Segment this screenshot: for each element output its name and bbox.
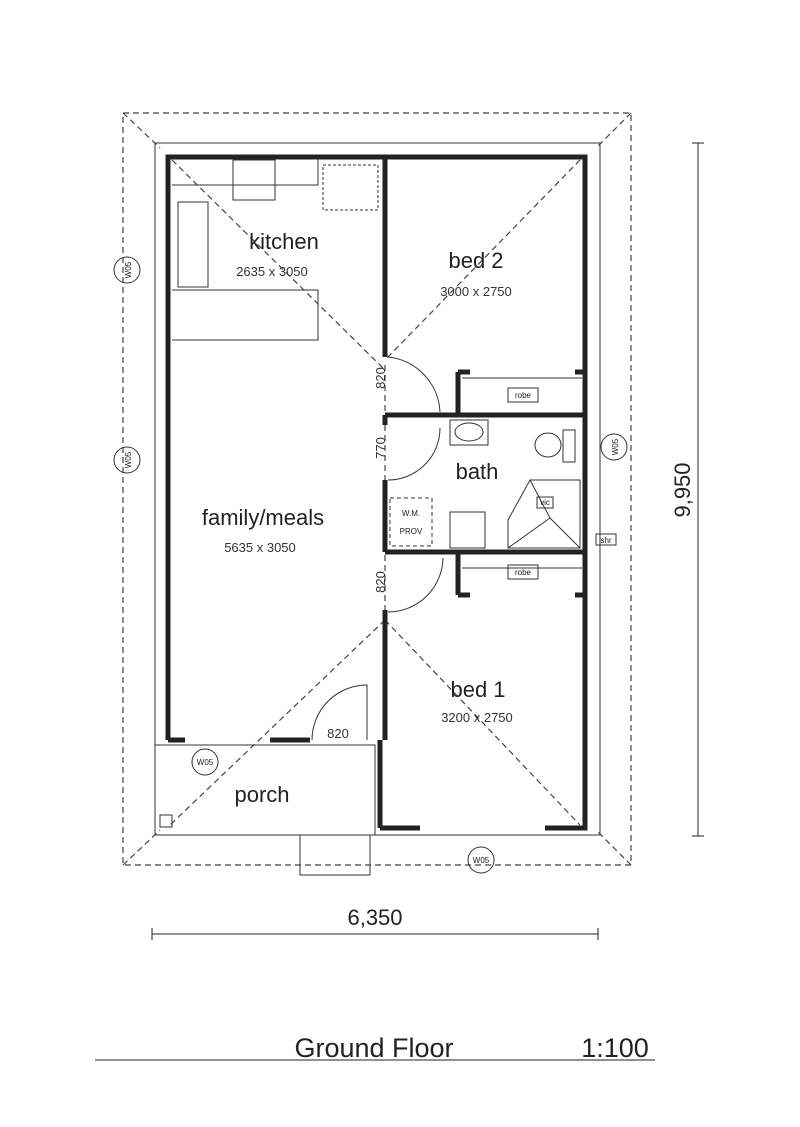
kitchen-label: kitchen — [249, 229, 319, 254]
drawing-title: Ground Floor — [294, 1033, 453, 1063]
bed2-label: bed 2 — [448, 248, 503, 273]
door-bed1-width: 820 — [373, 571, 388, 593]
shower-label: shr — [600, 536, 611, 545]
family-label: family/meals — [202, 505, 324, 530]
bed1-size: 3200 x 2750 — [441, 710, 513, 725]
kitchen-size: 2635 x 3050 — [236, 264, 308, 279]
door-entry-width: 820 — [327, 726, 349, 741]
robe-top-label: robe — [515, 391, 532, 400]
robe-bottom-label: robe — [515, 568, 532, 577]
porch-label: porch — [234, 782, 289, 807]
family-size: 5635 x 3050 — [224, 540, 296, 555]
wm-label-2: PROV — [400, 527, 423, 536]
doors — [311, 356, 444, 741]
external-walls — [154, 142, 601, 836]
robes — [462, 377, 582, 580]
door-bath-width: 770 — [373, 437, 388, 459]
bed2-size: 3000 x 2750 — [440, 284, 512, 299]
internal-walls — [382, 157, 585, 740]
height-dimension: 9,950 — [670, 462, 695, 517]
roof-outline — [122, 112, 632, 866]
window-label: W05 — [611, 438, 620, 455]
bath-fixtures — [389, 419, 617, 549]
window-label: W05 — [197, 758, 214, 767]
window-label: W05 — [124, 451, 133, 468]
window-label: W05 — [124, 261, 133, 278]
window-label: W05 — [473, 856, 490, 865]
wm-label-1: W.M. — [402, 509, 420, 518]
bed1-label: bed 1 — [450, 677, 505, 702]
vic-label: vic — [540, 498, 550, 507]
drawing-scale: 1:100 — [581, 1033, 649, 1063]
width-dimension: 6,350 — [347, 905, 402, 930]
porch-outline — [155, 744, 376, 876]
door-bed2-width: 820 — [373, 367, 388, 389]
bath-label: bath — [456, 459, 499, 484]
room-diagonals — [169, 159, 581, 826]
kitchen-fittings — [172, 157, 379, 341]
window-markers — [113, 256, 628, 874]
dimension-lines — [95, 142, 704, 1061]
